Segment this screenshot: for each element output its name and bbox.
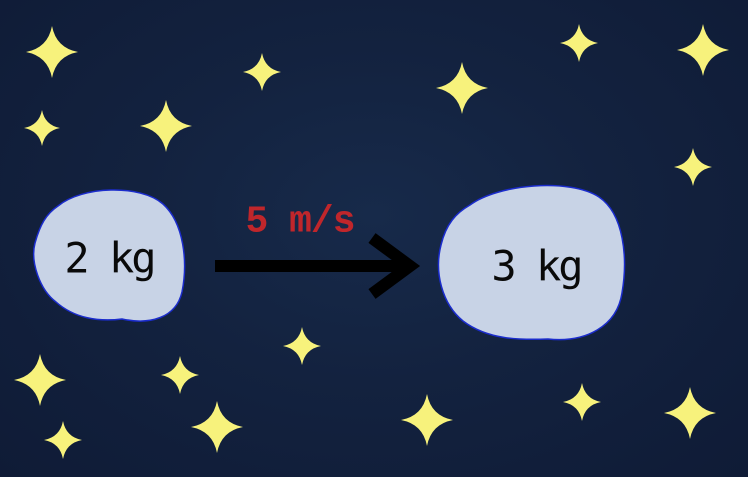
- sparkle-star-icon: [436, 62, 488, 114]
- sparkle-star-icon: [563, 383, 601, 421]
- right-asteroid-icon: [437, 184, 626, 341]
- sparkle-star-icon: [243, 53, 281, 91]
- sparkle-star-icon: [44, 421, 82, 459]
- velocity-label: 5 m/s: [245, 200, 355, 244]
- sparkle-star-icon: [140, 100, 192, 152]
- sparkle-star-icon: [191, 401, 243, 453]
- left-asteroid-icon: [33, 189, 186, 322]
- sparkle-star-icon: [14, 354, 66, 406]
- sparkle-star-icon: [283, 327, 321, 365]
- sparkle-star-icon: [26, 26, 78, 78]
- arrow-right-icon: [215, 233, 421, 299]
- sparkle-star-icon: [560, 24, 598, 62]
- sparkle-star-icon: [677, 24, 729, 76]
- sparkle-star-icon: [664, 387, 716, 439]
- sparkle-star-icon: [401, 394, 453, 446]
- right-mass-label: 3 kg: [491, 241, 583, 291]
- sparkle-star-icon: [24, 110, 60, 146]
- left-mass-label: 2 kg: [64, 233, 156, 283]
- sparkle-star-icon: [674, 148, 712, 186]
- sparkle-star-icon: [161, 356, 199, 394]
